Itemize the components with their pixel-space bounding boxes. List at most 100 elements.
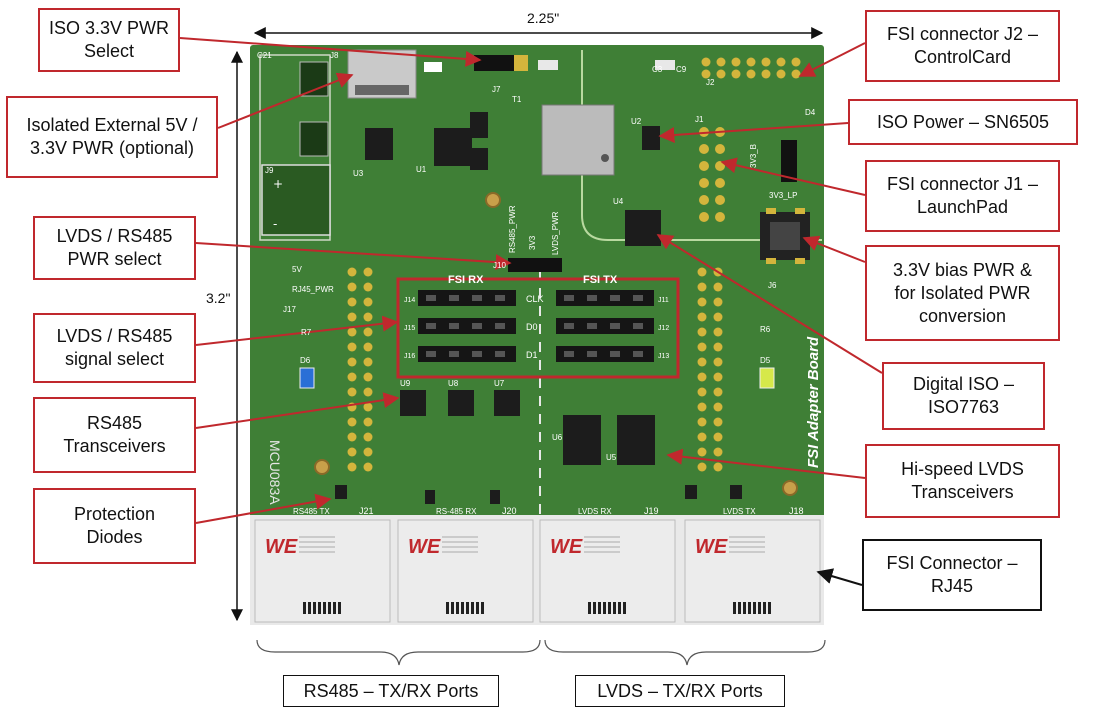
- jumper-j5: [781, 140, 797, 182]
- pad: [713, 417, 723, 427]
- header-strip-right: [556, 318, 654, 334]
- port-label-rs485: RS485 – TX/RX Ports: [283, 675, 499, 707]
- height-dimension-label: 3.2": [204, 290, 233, 306]
- callout-lvds-transceivers: Hi-speed LVDS Transceivers: [865, 444, 1060, 518]
- callout-isolated-ext-pwr: Isolated External 5V / 3.3V PWR (optiona…: [6, 96, 218, 178]
- pad: [697, 432, 707, 442]
- port-silk-label: LVDS RX: [578, 507, 612, 516]
- silk-label: C9: [676, 65, 687, 74]
- silk-label: RS485_PWR: [508, 205, 517, 253]
- silk-label: R6: [760, 325, 771, 334]
- header-label: J15: [404, 325, 415, 332]
- pad: [713, 312, 723, 322]
- pad: [697, 342, 707, 352]
- pad: [761, 57, 771, 67]
- callout-lvds-rs485-signal-select: LVDS / RS485 signal select: [33, 313, 196, 383]
- jumper-j10: [508, 258, 562, 272]
- pad: [697, 357, 707, 367]
- pad: [363, 447, 373, 457]
- pad: [697, 462, 707, 472]
- silk-label: J6: [768, 281, 777, 290]
- pad: [776, 57, 786, 67]
- pad: [746, 69, 756, 79]
- pad: [715, 212, 725, 222]
- ic-label: T1: [512, 95, 522, 104]
- pad: [731, 69, 741, 79]
- pad: [347, 432, 357, 442]
- callout-rs485-transceivers: RS485 Transceivers: [33, 397, 196, 473]
- jumper-j7: [474, 55, 516, 71]
- header-strip-left: [418, 318, 516, 334]
- rs485-brace: [256, 639, 541, 666]
- pad: [713, 462, 723, 472]
- pad: [363, 327, 373, 337]
- ic-label: U6: [552, 433, 563, 442]
- right-pad-column: [697, 267, 723, 472]
- pad: [697, 297, 707, 307]
- header-strip-left: [418, 346, 516, 362]
- pad: [347, 357, 357, 367]
- silk-label: 3V3: [528, 235, 537, 250]
- width-dimension-label: 2.25": [525, 10, 562, 26]
- pad: [715, 195, 725, 205]
- pad: [791, 57, 801, 67]
- pad: [347, 267, 357, 277]
- pad: [347, 372, 357, 382]
- silk-label: R7: [301, 328, 312, 337]
- silk-label: J8: [330, 51, 339, 60]
- section-label-rx: FSI RX: [448, 274, 484, 286]
- left-pad-column: [347, 267, 373, 472]
- pad: [713, 357, 723, 367]
- pad: [776, 69, 786, 79]
- power-zone: [259, 54, 331, 241]
- port-silk-label: LVDS TX: [723, 507, 756, 516]
- silk-label: 3V3_LP: [769, 191, 797, 200]
- pad: [715, 178, 725, 188]
- pad: [363, 417, 373, 427]
- callout-iso-power: ISO Power – SN6505: [848, 99, 1078, 145]
- pad: [363, 297, 373, 307]
- pad: [347, 282, 357, 292]
- header-label: J16: [404, 353, 415, 360]
- silk-label: C3: [652, 65, 663, 74]
- pad: [713, 402, 723, 412]
- connector-label: J21: [359, 506, 374, 516]
- pad: [363, 387, 373, 397]
- silk-label: J17: [283, 305, 296, 314]
- callout-fsi-rj45: FSI Connector – RJ45: [862, 539, 1042, 611]
- port-silk-label: RS485 TX: [293, 507, 330, 516]
- header-label: J12: [658, 325, 669, 332]
- pad: [363, 462, 373, 472]
- pad: [697, 402, 707, 412]
- header-strip-left: [418, 290, 516, 306]
- header-label: J13: [658, 353, 669, 360]
- rj45-leader-line: [816, 568, 863, 586]
- pad: [697, 312, 707, 322]
- silk-label: D6: [300, 356, 311, 365]
- pad: [699, 212, 709, 222]
- signal-label: CLK: [526, 294, 544, 304]
- pad: [363, 432, 373, 442]
- connector-j2-pads: [701, 57, 801, 79]
- silk-label: D5: [760, 356, 771, 365]
- pad: [713, 297, 723, 307]
- connector-label: J19: [644, 506, 659, 516]
- ic-label: U4: [613, 197, 624, 206]
- callout-protection-diodes: Protection Diodes: [33, 488, 196, 564]
- pad: [746, 57, 756, 67]
- svg-text:+: +: [273, 177, 283, 191]
- pad: [347, 327, 357, 337]
- pad: [697, 447, 707, 457]
- callout-fsi-j2: FSI connector J2 – ControlCard: [865, 10, 1060, 82]
- we-logo: WE: [408, 536, 441, 558]
- pad: [716, 69, 726, 79]
- ic-label: U7: [494, 379, 505, 388]
- pad: [697, 267, 707, 277]
- pad: [363, 357, 373, 367]
- pad: [697, 417, 707, 427]
- pad: [713, 342, 723, 352]
- ic-label: U9: [400, 379, 411, 388]
